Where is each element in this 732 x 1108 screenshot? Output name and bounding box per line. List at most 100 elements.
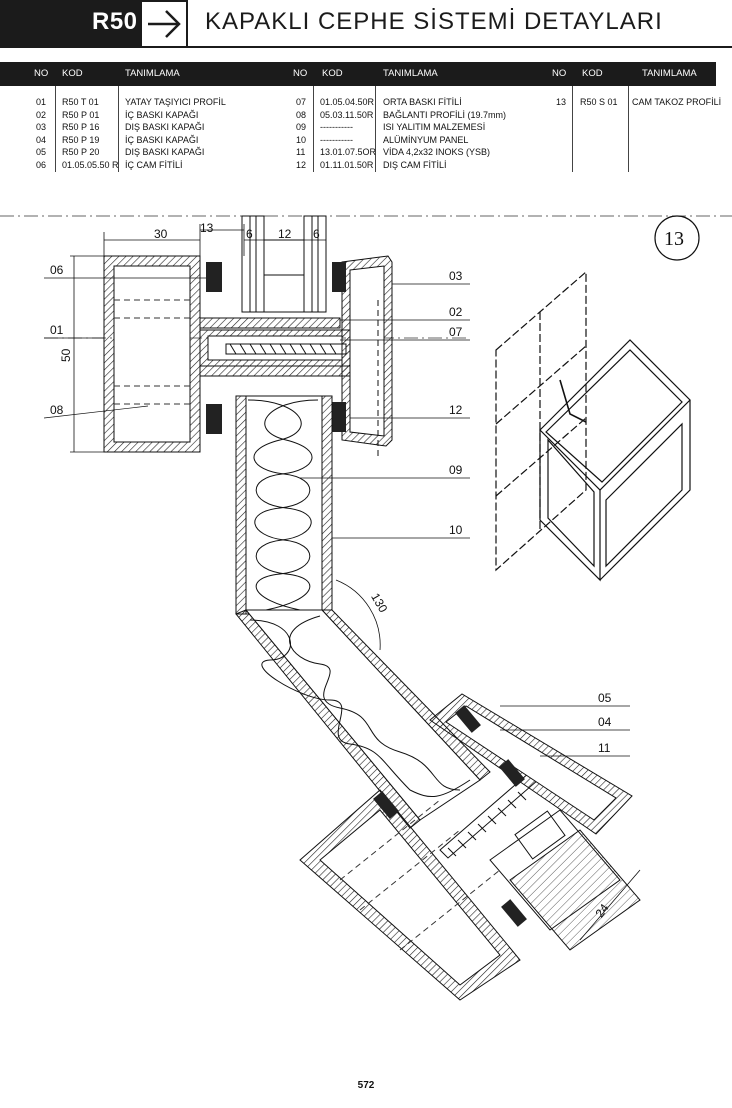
header-code-block <box>0 0 140 48</box>
callout-leaders <box>43 277 630 757</box>
dim-12: 12 <box>278 227 292 241</box>
table-cell: İÇ BASKI KAPAĞI <box>125 134 199 145</box>
callout-12: 12 <box>449 403 463 417</box>
table-column-tanim-2: ORTA BASKI FİTİLİ BAĞLANTI PROFİLİ (19.7… <box>383 96 506 171</box>
table-cell: 06 <box>36 159 47 170</box>
table-cell: R50 P 16 <box>62 122 100 132</box>
col-divider <box>313 86 314 172</box>
table-cell: YATAY TAŞIYICI PROFİL <box>125 97 226 107</box>
col-divider <box>118 86 119 172</box>
pressure-cap-upper <box>341 255 393 456</box>
page-header: R50 KAPAKLI CEPHE SİSTEMİ DETAYLARI <box>0 0 732 48</box>
glass-lower <box>489 809 641 951</box>
table-cell: DIŞ CAM FİTİLİ <box>383 159 447 170</box>
callout-05: 05 <box>598 691 612 705</box>
gaskets-lower <box>373 705 527 927</box>
callout-04: 04 <box>598 715 612 729</box>
table-cell: DIŞ BASKI KAPAĞI <box>125 147 205 157</box>
table-cell: 02 <box>36 109 47 120</box>
col-header-tanim-1: TANIMLAMA <box>125 68 180 79</box>
table-cell: R50 P 19 <box>62 134 100 145</box>
callout-06: 06 <box>50 263 64 277</box>
transom-profile-lower <box>299 789 521 1001</box>
detail-number: 13 <box>664 228 684 250</box>
insulation-vertical <box>247 399 319 611</box>
series-code: R50 <box>92 8 138 35</box>
table-cell: 05.03.11.50R <box>320 109 374 120</box>
table-cell: 13.01.07.5OR <box>320 147 377 157</box>
table-column-tanim-3: CAM TAKOZ PROFİLİ <box>632 96 721 109</box>
table-cell: 08 <box>296 109 307 120</box>
dim-6b: 6 <box>313 227 320 241</box>
table-cell: İÇ BASKI KAPAĞI <box>125 109 199 120</box>
col-header-kod-3: KOD <box>582 68 603 79</box>
arrow-right-icon <box>148 10 181 38</box>
glass-upper <box>241 215 327 313</box>
table-cell: 13 <box>556 97 567 107</box>
isometric-sketch <box>495 270 691 582</box>
table-cell: R50 S 01 <box>580 97 618 107</box>
table-cell: ----------- <box>320 134 353 145</box>
callout-09: 09 <box>449 463 463 477</box>
table-header-bar <box>0 62 716 86</box>
panel-vertical <box>235 395 333 615</box>
callout-10: 10 <box>449 523 463 537</box>
table-column-kod-1: R50 T 01 R50 P 01 R50 P 16 R50 P 19 R50 … <box>62 96 119 171</box>
col-header-kod-2: KOD <box>322 68 343 79</box>
detail-circle <box>654 215 700 261</box>
arrow-box <box>140 0 188 48</box>
table-cell: 01.11.01.50R <box>320 159 374 170</box>
col-header-no-3: NO <box>552 68 567 79</box>
table-cell: R50 P 01 <box>62 109 100 120</box>
page-number: 572 <box>357 1080 375 1091</box>
table-column-kod-2: 01.05.04.50R 05.03.11.50R ----------- --… <box>320 96 376 171</box>
table-column-no-1: 01 02 03 04 05 06 <box>36 96 46 171</box>
table-cell: ISI YALITIM MALZEMESİ <box>383 122 486 132</box>
page-title: KAPAKLI CEPHE SİSTEMİ DETAYLARI <box>205 8 663 35</box>
callout-07: 07 <box>449 325 463 339</box>
panel-angled <box>235 609 491 829</box>
table-cell: 10 <box>296 134 307 145</box>
callout-03: 03 <box>449 269 463 283</box>
table-cell: 09 <box>296 122 307 132</box>
col-header-tanim-2: TANIMLAMA <box>383 68 438 79</box>
table-cell: 07 <box>296 97 307 107</box>
table-cell: 01 <box>36 97 47 107</box>
col-header-tanim-3: TANIMLAMA <box>642 68 697 79</box>
col-header-kod-1: KOD <box>62 68 83 79</box>
table-cell: CAM TAKOZ PROFİLİ <box>632 97 722 107</box>
table-cell: VİDA 4,2x32 INOKS (YSB) <box>383 147 491 157</box>
header-rule <box>188 46 732 48</box>
table-cell: 04 <box>36 134 47 145</box>
table-cell: 12 <box>296 159 307 170</box>
table-cell: ALÜMİNYUM PANEL <box>383 134 469 145</box>
table-cell: 05 <box>36 147 47 157</box>
table-column-no-2: 07 08 09 10 11 12 <box>296 96 306 171</box>
col-divider <box>628 86 629 172</box>
table-cell: R50 T 01 <box>62 97 99 107</box>
table-cell: 03 <box>36 122 47 132</box>
table-column-no-3: 13 <box>556 96 566 109</box>
col-header-no-2: NO <box>293 68 308 79</box>
screw-upper <box>225 343 347 355</box>
col-divider <box>375 86 376 172</box>
table-cell: R50 P 20 <box>62 147 100 157</box>
table-cell: 01.05.05.50 R <box>62 159 119 170</box>
table-cell: İÇ CAM FİTİLİ <box>125 159 183 170</box>
dimension-lines <box>70 224 641 941</box>
dim-30: 30 <box>154 227 168 241</box>
dim-13: 13 <box>200 221 214 235</box>
gaskets-upper <box>206 262 346 434</box>
table-cell: DIŞ BASKI KAPAĞI <box>125 122 205 132</box>
dim-6a: 6 <box>246 227 253 241</box>
callout-02: 02 <box>449 305 463 319</box>
table-cell: ORTA BASKI FİTİLİ <box>383 97 462 107</box>
callout-08: 08 <box>50 403 64 417</box>
table-column-tanim-1: YATAY TAŞIYICI PROFİL İÇ BASKI KAPAĞI DI… <box>125 96 226 171</box>
dim-50: 50 <box>59 348 73 362</box>
table-cell: BAĞLANTI PROFİLİ (19.7mm) <box>383 109 507 120</box>
table-cell: ----------- <box>320 122 353 132</box>
col-divider <box>55 86 56 172</box>
callout-11: 11 <box>598 741 611 755</box>
